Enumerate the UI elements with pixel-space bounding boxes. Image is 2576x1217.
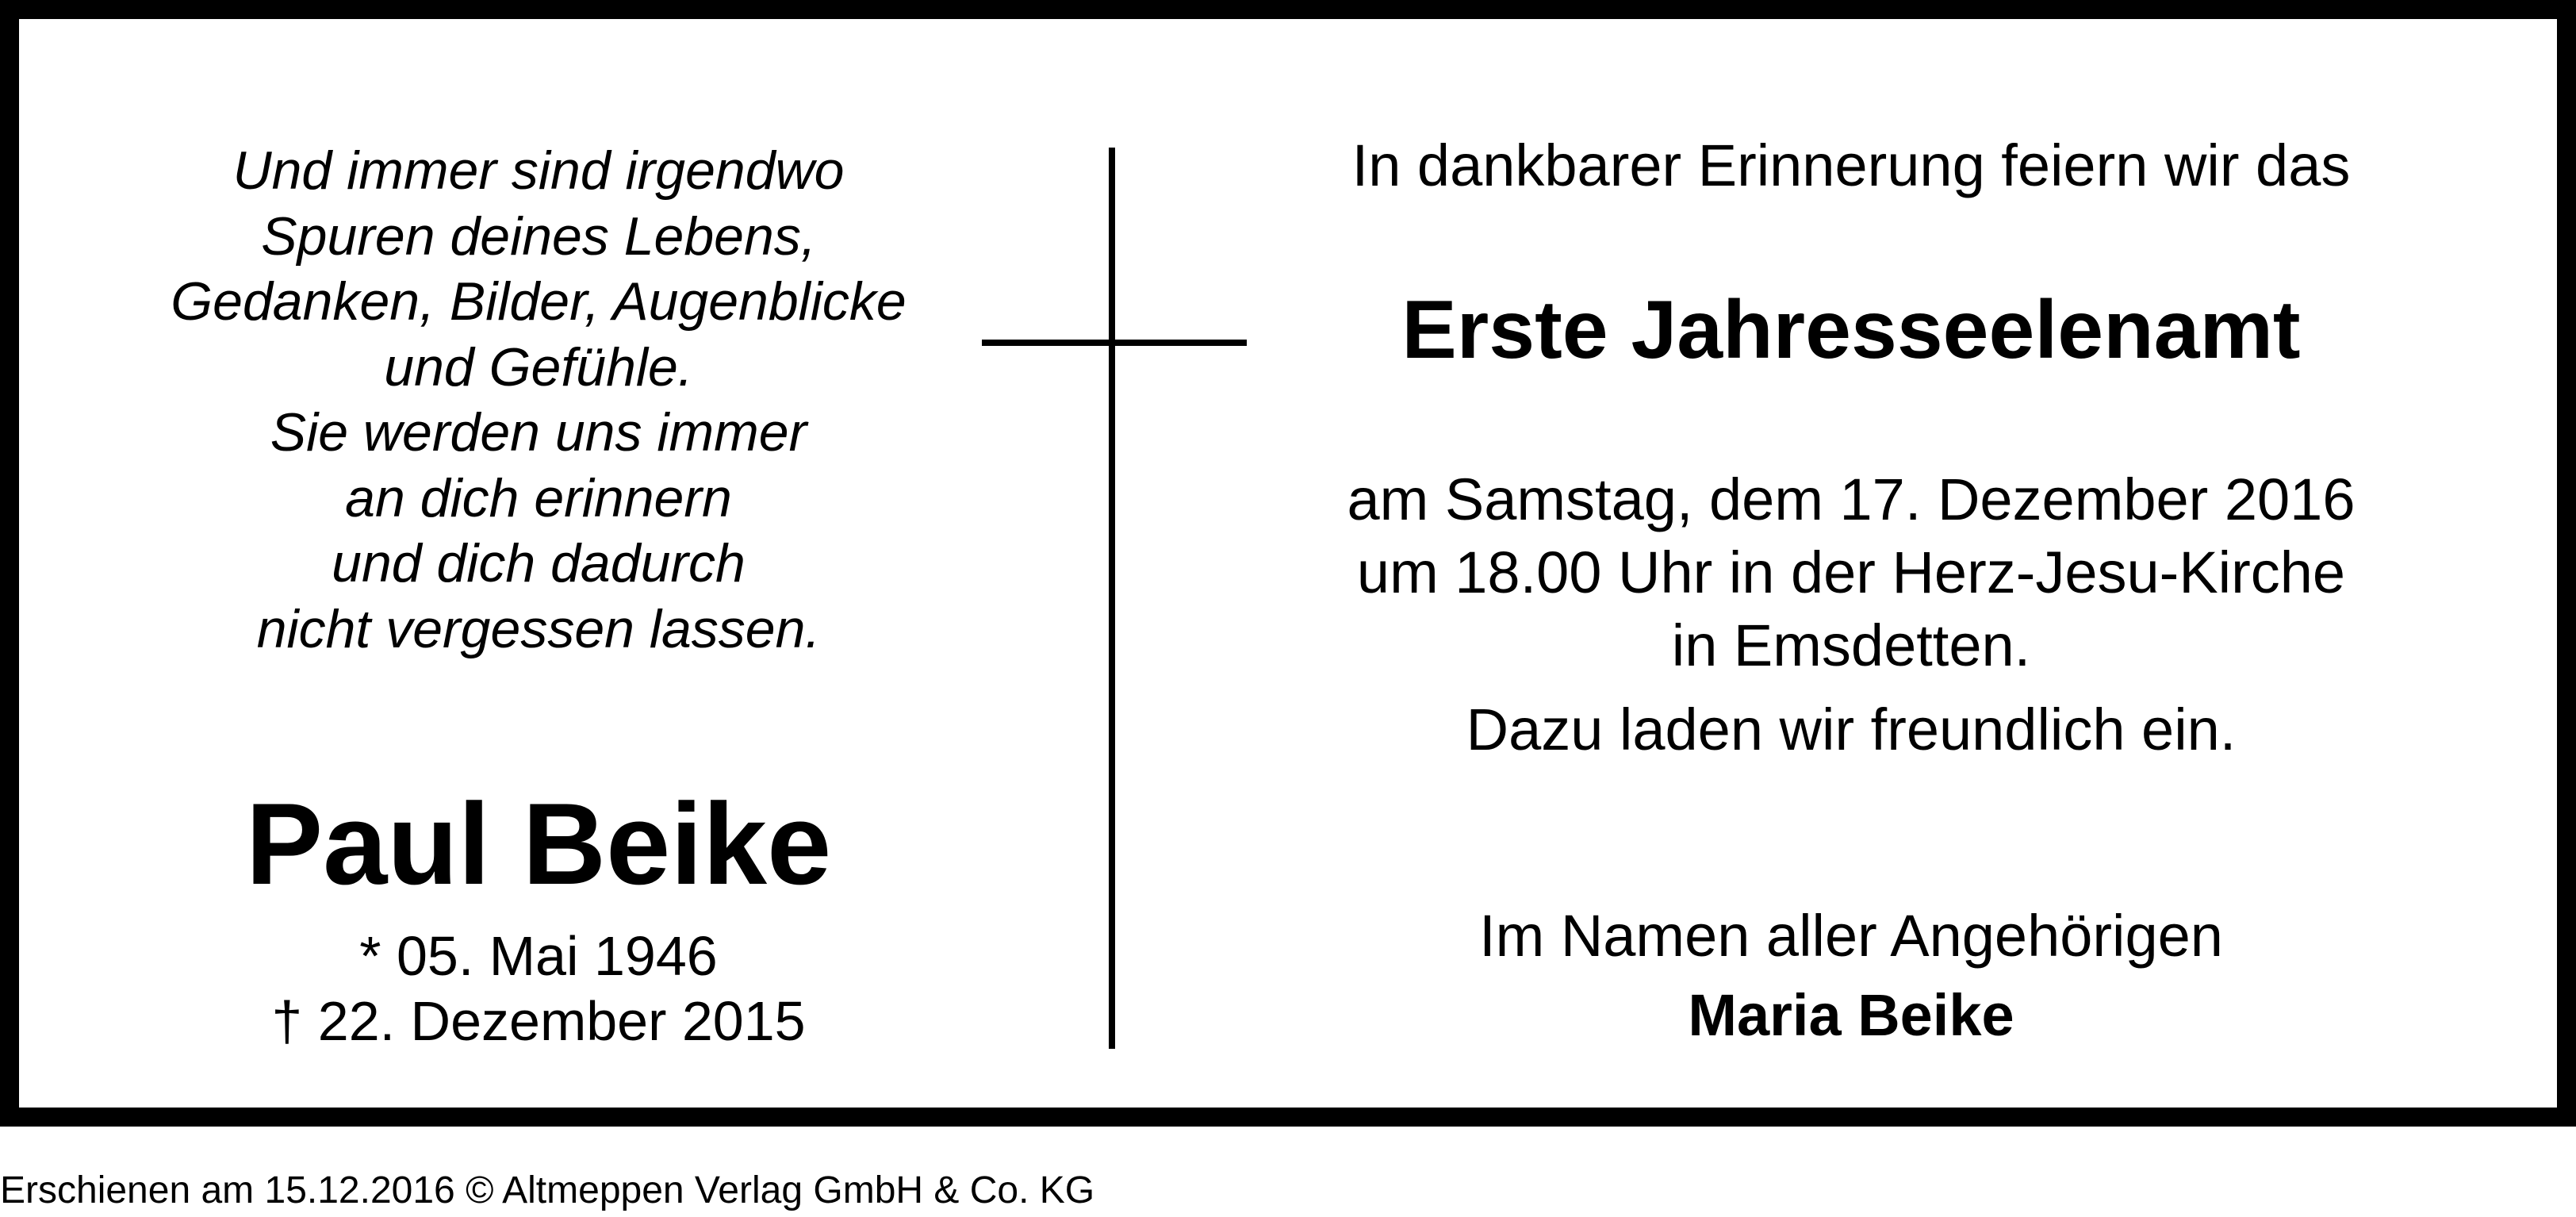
notice-intro: In dankbarer Erinnerung feiern wir das (1351, 132, 2351, 198)
poem-line: Gedanken, Bilder, Augenblicke (171, 271, 907, 332)
cross-icon-bar (982, 340, 1247, 346)
poem-line: und dich dadurch (332, 533, 746, 593)
event-title: Erste Jahresseelenamt (1401, 284, 2301, 376)
poem-line: Und immer sind irgendwo (232, 140, 845, 201)
poem: Und immer sind irgendwo Spuren deines Le… (82, 138, 995, 662)
death-date: † 22. Dezember 2015 (271, 990, 806, 1052)
deceased-name: Paul Beike (245, 779, 832, 908)
obituary-frame: Und immer sind irgendwo Spuren deines Le… (0, 0, 2576, 1127)
life-dates: * 05. Mai 1946 † 22. Dezember 2015 (82, 923, 995, 1054)
event-date: am Samstag, dem 17. Dezember 2016 (1347, 466, 2356, 532)
signoff: Im Namen aller Angehörigen (1479, 903, 2223, 969)
birth-date: * 05. Mai 1946 (359, 925, 718, 987)
cross-icon (1109, 148, 1115, 1049)
poem-line: und Gefühle. (384, 336, 693, 397)
publication-footer: Erschienen am 15.12.2016 © Altmeppen Ver… (0, 1169, 1095, 1211)
poem-line: Sie werden uns immer (270, 402, 807, 463)
event-time-place: um 18.00 Uhr in der Herz-Jesu-Kirche (1356, 539, 2346, 605)
event-town: in Emsdetten. (1671, 612, 2031, 678)
poem-line: nicht vergessen lassen. (256, 598, 821, 659)
poem-line: an dich erinnern (345, 467, 732, 528)
poem-line: Spuren deines Lebens, (261, 205, 816, 267)
event-details: am Samstag, dem 17. Dezember 2016 um 18.… (1240, 463, 2462, 682)
invitation-text: Dazu laden wir freundlich ein. (1466, 697, 2237, 762)
signer-name: Maria Beike (1688, 982, 2014, 1048)
